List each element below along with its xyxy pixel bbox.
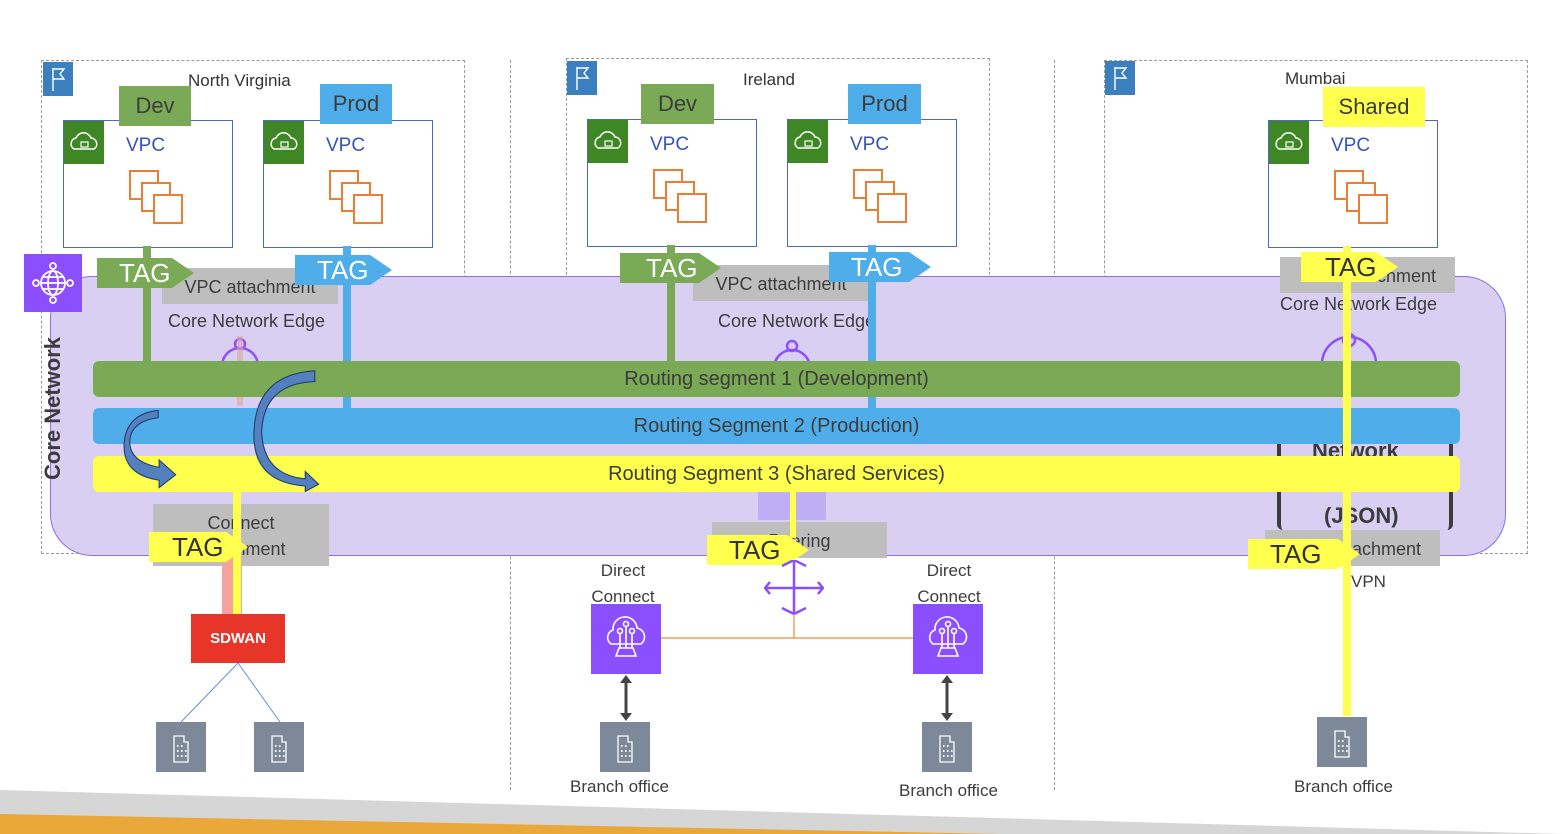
instances-icon <box>329 170 383 224</box>
route-propagation-arrow-icon <box>253 370 320 493</box>
vpc-lock-cloud-icon <box>64 121 104 164</box>
tag-marker-shared-mumbai: TAG <box>1301 252 1398 282</box>
vpc-lock-cloud-icon <box>264 121 304 164</box>
vpc-box-ie-prod[interactable]: VPC <box>787 119 957 247</box>
instances-icon <box>129 170 183 224</box>
transit-gateway-peering-icon <box>764 560 824 615</box>
direct-connect-icon[interactable] <box>913 604 983 674</box>
tag-marker-dev-nv: TAG <box>97 258 194 288</box>
env-tag-prod: Prod <box>320 84 392 124</box>
env-tag-shared: Shared <box>1323 87 1425 127</box>
instances-icon <box>653 169 707 223</box>
region-flag-icon <box>43 62 73 96</box>
tag-marker-connect: TAG <box>149 532 248 562</box>
policy-text-json: (JSON) <box>1324 503 1399 528</box>
vpc-box-nv-prod[interactable]: VPC <box>263 120 433 248</box>
branch-office-building-icon <box>156 722 206 772</box>
vpc-label: VPC <box>1331 135 1371 156</box>
vpc-label: VPC <box>650 134 690 155</box>
tag-marker-prod-ie: TAG <box>829 252 931 282</box>
branch-office-building-icon <box>600 722 650 772</box>
branch-office-building-icon <box>254 722 304 772</box>
tag-marker-vpn: TAG <box>1248 539 1360 569</box>
vpc-lock-cloud-icon <box>788 120 828 163</box>
direct-connect-label-line1: Direct <box>600 561 646 580</box>
prod-link-nv <box>343 246 351 408</box>
branch-office-label: Branch office <box>1294 777 1393 796</box>
direct-connect-label: Direct Connect <box>909 558 989 610</box>
attachment-label: achment <box>1351 539 1421 559</box>
core-network-edge-label: Core Network Edge <box>1280 294 1438 314</box>
shared-link-mumbai <box>1343 246 1351 716</box>
tag-marker-prod-nv: TAG <box>295 255 392 285</box>
routing-segment-production[interactable]: Routing Segment 2 (Production) <box>93 408 1460 444</box>
vpc-label: VPC <box>126 135 166 156</box>
branch-office-label: Branch office <box>899 781 998 800</box>
direct-connect-links <box>660 614 916 639</box>
routing-segment-development[interactable]: Routing segment 1 (Development) <box>93 361 1460 397</box>
region-flag-icon <box>1105 61 1135 95</box>
region-title: North Virginia <box>188 71 291 90</box>
core-network-edge-label: Core Network Edge <box>718 311 876 331</box>
env-tag-dev: Dev <box>641 84 714 124</box>
vpc-label: VPC <box>326 135 366 156</box>
shared-link-peering <box>790 490 796 538</box>
vpc-label: VPC <box>850 134 890 155</box>
tag-marker-peering: TAG <box>707 535 809 565</box>
bidirectional-arrow-icon <box>620 675 632 721</box>
instances-icon <box>1334 170 1388 224</box>
branch-office-label: Branch office <box>570 777 669 796</box>
bidirectional-arrow-icon <box>941 675 953 721</box>
vpc-attachment-nv: VPC attachment <box>162 268 338 304</box>
direct-connect-label-line2: Connect <box>917 587 981 606</box>
route-propagation-arrow-icon <box>123 410 177 489</box>
sdwan-appliance[interactable]: SDWAN <box>191 614 285 663</box>
core-network-label: Core Network <box>40 336 65 480</box>
vpc-lock-cloud-icon <box>1269 121 1309 164</box>
env-tag-prod: Prod <box>848 84 921 124</box>
direct-connect-label: Direct Connect <box>583 558 663 610</box>
footer-decoration <box>0 790 1562 834</box>
vpc-box-mumbai-shared[interactable]: VPC <box>1268 120 1438 248</box>
branch-office-building-icon <box>922 722 972 772</box>
tag-marker-dev-ie: TAG <box>620 253 721 283</box>
prod-link-ie <box>868 245 876 408</box>
core-network-edge-label: Core Network Edge <box>168 311 326 331</box>
direct-connect-icon[interactable] <box>591 604 661 674</box>
dev-link-nv <box>143 246 151 361</box>
direct-connect-label-line2: Connect <box>591 587 655 606</box>
instances-icon <box>853 169 907 223</box>
routing-segment-shared-services[interactable]: Routing Segment 3 (Shared Services) <box>93 456 1460 492</box>
vpn-label: VPN <box>1351 572 1386 591</box>
vpc-box-ie-dev[interactable]: VPC <box>587 119 757 247</box>
sdwan-branch-links <box>180 663 281 723</box>
core-network-globe-icon <box>24 254 82 312</box>
vpc-box-nv-dev[interactable]: VPC <box>63 120 233 248</box>
region-title: Ireland <box>743 70 795 89</box>
vpc-lock-cloud-icon <box>588 120 628 163</box>
region-title: Mumbai <box>1285 69 1346 88</box>
direct-connect-label-line1: Direct <box>926 561 972 580</box>
env-tag-dev: Dev <box>119 86 191 126</box>
branch-office-building-icon <box>1317 717 1367 767</box>
region-flag-icon <box>567 61 597 95</box>
dev-link-ie <box>667 245 675 361</box>
